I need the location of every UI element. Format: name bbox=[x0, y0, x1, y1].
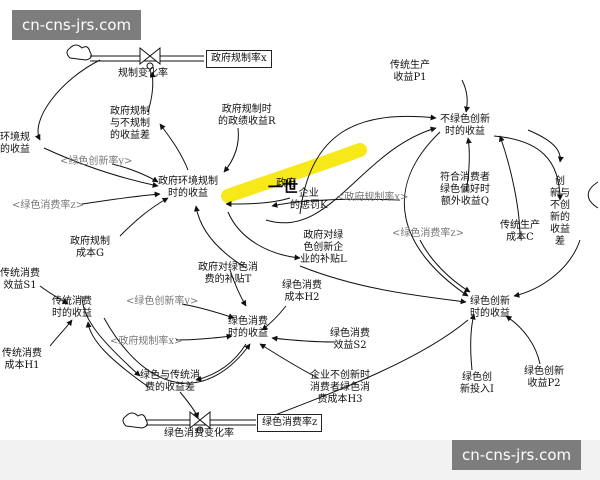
causal-arrows bbox=[34, 59, 581, 421]
green-cost-h2-node: 绿色消费成本H2 bbox=[282, 280, 322, 303]
env-left-node: 环境规的收益 bbox=[0, 132, 30, 155]
gov-rate-box: 政府规制率x bbox=[206, 50, 272, 68]
consume-diff-node: 绿色与传统消费的收益差 bbox=[140, 370, 200, 393]
source-cloud-icon bbox=[66, 44, 92, 61]
source-cloud-icon-2 bbox=[122, 412, 148, 429]
gov-time-income-node: 政府规制时的政绩收益R bbox=[218, 104, 276, 127]
valve-icon bbox=[139, 46, 161, 66]
penalty-prefix-label: 政府 bbox=[276, 178, 296, 189]
gov-rate-flow bbox=[66, 44, 204, 70]
h3-node: 企业不创新时消费者绿色消费成本H3 bbox=[310, 370, 370, 405]
gov-rate-x-ref-2: <政府规制率x> bbox=[110, 336, 183, 347]
green-consume-z-ref-1: <绿色消费率z> bbox=[12, 200, 85, 211]
gov-subsidy-l-node: 政府对绿色创新企业的补贴L bbox=[300, 230, 347, 265]
gov-cost-node: 政府规制成本G bbox=[70, 236, 110, 259]
penalty-node: 企业的惩罚K bbox=[290, 188, 328, 211]
watermark-top: cn-cns-jrs.com bbox=[12, 10, 142, 40]
highlight-glyph: 一世 bbox=[268, 178, 299, 196]
green-p2-node: 绿色创新收益P2 bbox=[524, 366, 564, 389]
watermark-bottom: cn-cns-jrs.com bbox=[452, 440, 582, 470]
green-consume-z-ref-2: <绿色消费率z> bbox=[392, 228, 465, 239]
green-consume-box: 绿色消费率z bbox=[257, 414, 323, 432]
right-edge-box bbox=[587, 181, 599, 209]
gov-subsidy-t-node: 政府对绿色消费的补贴T bbox=[198, 262, 258, 285]
green-consume-flow bbox=[122, 410, 256, 434]
innov-diff-node: 创新与不创新的收益差 bbox=[550, 176, 570, 247]
trad-cost-c-node: 传统生产成本C bbox=[500, 220, 540, 243]
green-consume-income-node: 绿色消费时的收益 bbox=[228, 316, 268, 339]
trad-consume-income-node: 传统消费时的收益 bbox=[52, 296, 92, 319]
green-consume-change-label: 绿色消费变化率 bbox=[164, 428, 234, 439]
trad-h1-node: 传统消费成本H1 bbox=[2, 348, 42, 371]
gov-env-income-node: 政府环境规制时的收益 bbox=[158, 176, 218, 199]
pref-q-node: 符合消费者绿色偏好时额外收益Q bbox=[440, 172, 490, 207]
gov-rate-change-label: 规制变化率 bbox=[118, 68, 168, 79]
non-green-income-node: 不绿色创新时的收益 bbox=[440, 114, 490, 137]
valve-icon-2 bbox=[189, 410, 211, 430]
gov-diff-node: 政府规制与不规制的收益差 bbox=[110, 106, 150, 141]
highlight-stroke bbox=[221, 143, 367, 203]
green-invest-i-node: 绿色创新投入I bbox=[460, 372, 494, 395]
gov-rate-x-ref-1: <政府规制率x> bbox=[336, 192, 409, 203]
green-innov-y-ref-2: <绿色创新率y> bbox=[126, 296, 199, 307]
green-innov-y-ref-1: <绿色创新率y> bbox=[60, 156, 133, 167]
trad-p1-node: 传统生产收益P1 bbox=[390, 60, 430, 83]
green-innov-income-node: 绿色创新时的收益 bbox=[470, 296, 510, 319]
trad-s1-node: 传统消费效益S1 bbox=[0, 268, 40, 291]
green-s2-node: 绿色消费效益S2 bbox=[330, 328, 370, 351]
